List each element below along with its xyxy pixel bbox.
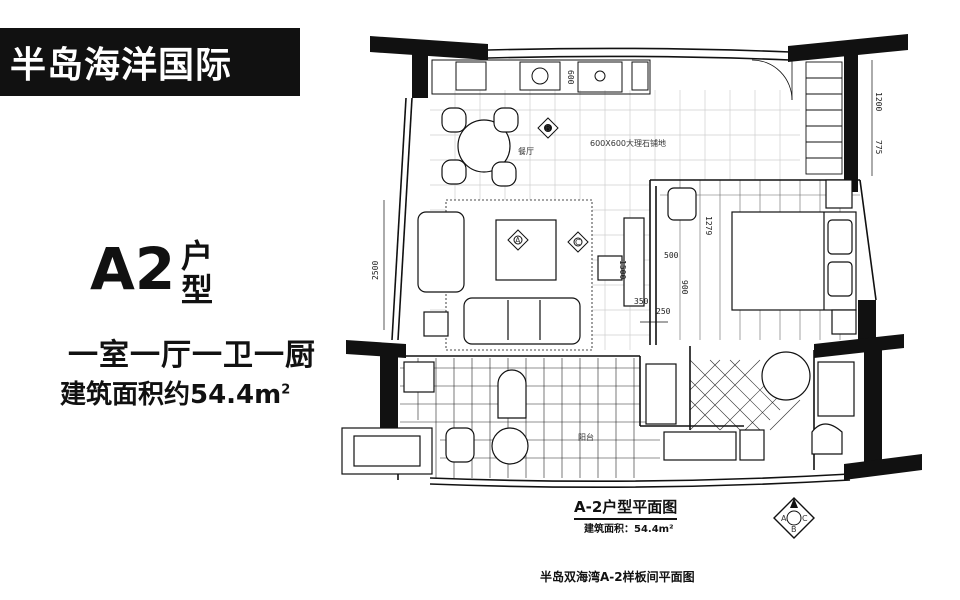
marker-label-a: A [515, 236, 521, 245]
dim-1279: 1279 [704, 216, 713, 235]
kitchen-counter [431, 59, 651, 95]
dining-table-set [441, 107, 519, 187]
exterior-walls [346, 34, 922, 480]
area-superscript: 2 [281, 382, 291, 398]
dim-1500: 1500 [618, 260, 627, 279]
view-marker-living-c: C [567, 231, 589, 253]
marker-label-b: B [545, 124, 551, 133]
layout-description: 一室一厅一卫一厨 [68, 338, 316, 373]
brand-title: 半岛海洋国际 [0, 28, 300, 96]
dimension-lines [383, 60, 873, 330]
living-furniture [417, 199, 645, 351]
room-label-dining: 餐厅 [518, 147, 534, 156]
area-text: 建筑面积约54.4m [60, 380, 282, 410]
dim-600: 600 [566, 70, 575, 85]
view-marker-living-a: A [507, 229, 529, 251]
plan-area: 建筑面积：54.4m² [584, 524, 674, 535]
compass-label-b: B [791, 525, 797, 534]
view-marker-dining: B [537, 117, 559, 139]
compass-label-a: A [781, 514, 787, 523]
marker-label-c: C [575, 238, 581, 247]
dim-500: 500 [664, 251, 679, 260]
bedroom-furniture [667, 179, 857, 335]
plan-title: A-2户型平面图 [574, 496, 678, 520]
unit-type-label: 户型 [180, 237, 213, 309]
dim-2500: 2500 [371, 261, 380, 280]
balcony-furniture [341, 361, 529, 475]
dim-350: 350 [634, 297, 649, 306]
compass-marker: A C B [773, 497, 815, 539]
entry-door-swing [751, 59, 793, 101]
area-description: 建筑面积约54.4m2 [60, 374, 290, 411]
dim-250: 250 [656, 307, 671, 316]
compass-label-c: C [802, 514, 808, 523]
dim-1200: 1200 [874, 92, 883, 111]
plan-caption: 半岛双海湾A-2样板间平面图 [540, 570, 695, 584]
shoe-cabinet [805, 61, 843, 175]
balcony-tile-grid [400, 358, 660, 478]
unit-code: A2 [90, 235, 176, 303]
bathroom-fixtures [645, 351, 855, 461]
dim-900: 900 [680, 280, 689, 295]
dim-775: 775 [874, 140, 883, 155]
room-label-balcony: 阳台 [578, 432, 594, 442]
floor-material-label: 600X600大理石铺地 [590, 138, 666, 148]
interior-walls [391, 47, 877, 488]
